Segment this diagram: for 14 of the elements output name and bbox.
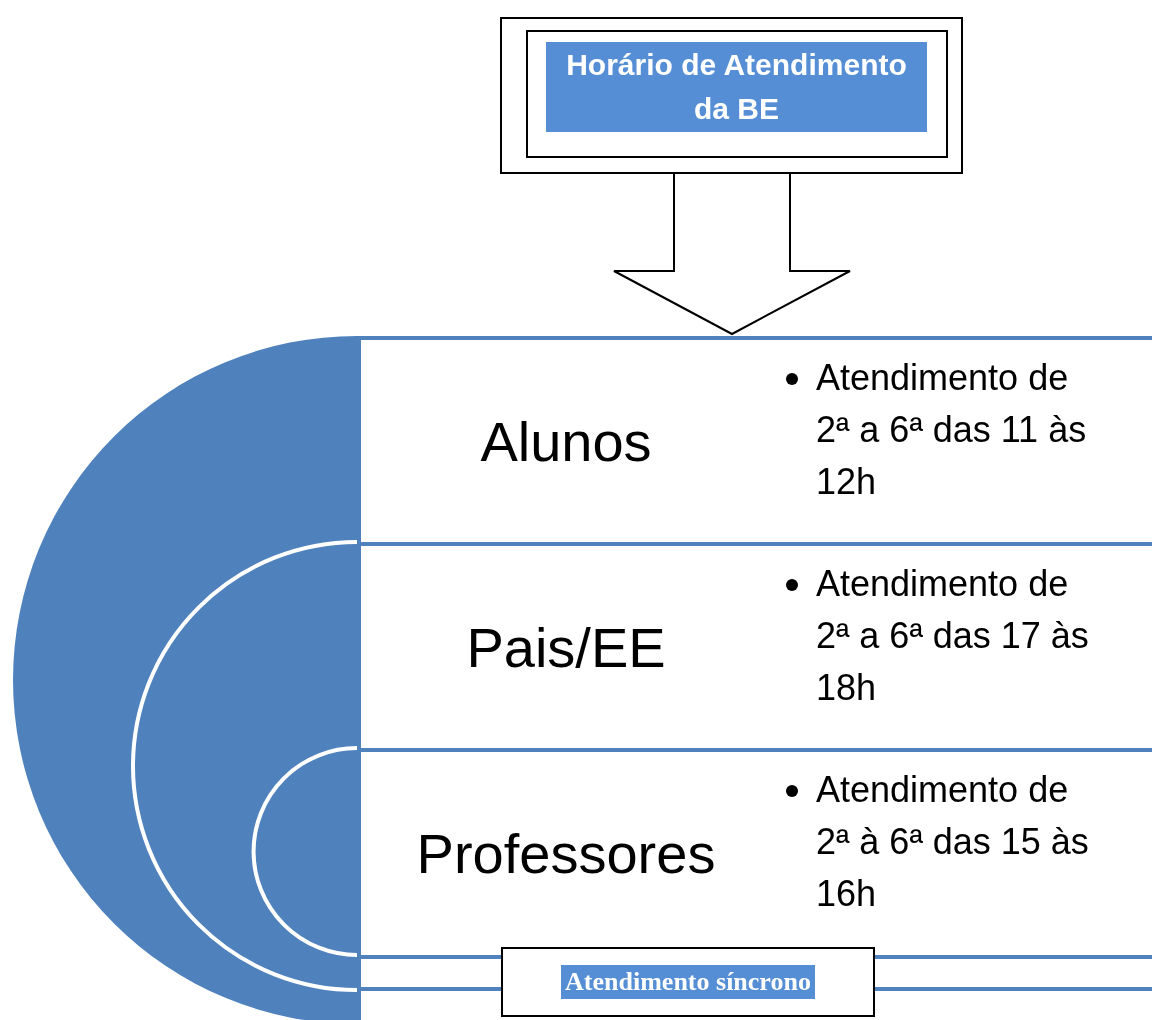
- audience-label: Professores: [416, 821, 716, 886]
- note-text: Atendimento síncrono: [561, 965, 815, 999]
- audience-row: [357, 748, 1152, 955]
- schedule-text: Atendimento de 2ª a 6ª das 17 às 18h: [816, 562, 1090, 710]
- block-arrow: [613, 173, 851, 336]
- audience-row: [357, 542, 1152, 748]
- audience-label: Alunos: [480, 408, 652, 474]
- schedule-text: Atendimento de 2ª a 6ª das 11 às 12h: [816, 356, 1088, 504]
- title-frame: [500, 17, 963, 174]
- note-box: [501, 947, 875, 1017]
- audience-label: Pais/EE: [466, 614, 666, 680]
- audience-row: [357, 336, 1152, 542]
- schedule-text: Atendimento de 2ª à 6ª das 15 às 16h: [816, 768, 1090, 916]
- title-text: Horário de Atendimento da BE: [546, 42, 927, 132]
